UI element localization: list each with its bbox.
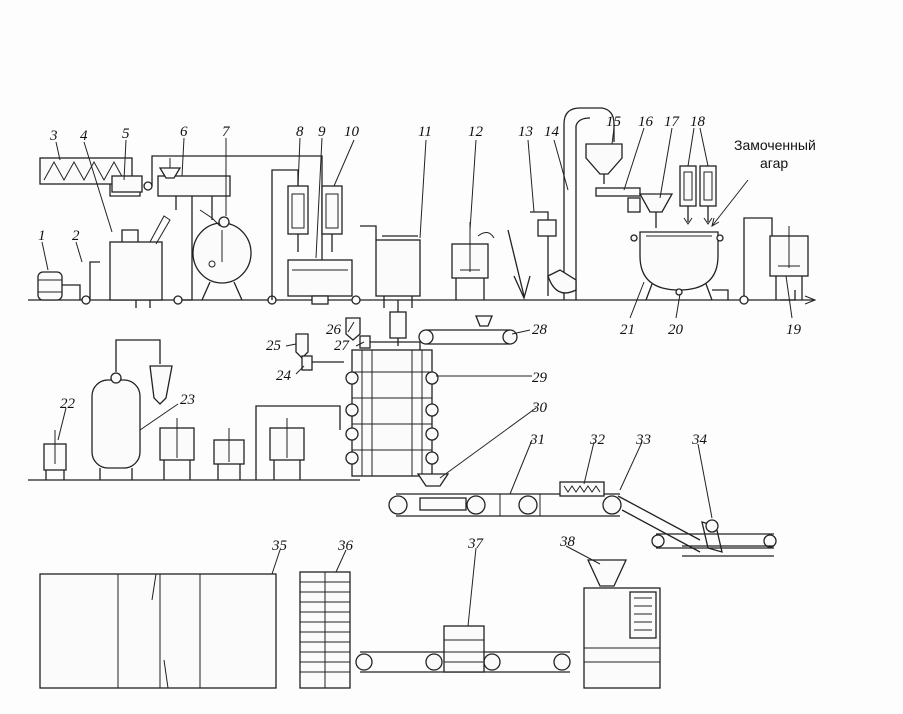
callout-35: 35 <box>271 538 288 554</box>
callout-17: 17 <box>664 114 681 130</box>
callout-labels: 1 2 3 4 5 6 7 8 9 10 11 12 13 14 15 16 1… <box>38 114 802 554</box>
callout-30: 30 <box>531 400 548 416</box>
unit-5 <box>111 175 153 193</box>
callout-10: 10 <box>344 124 360 140</box>
elevator-14 <box>547 107 615 300</box>
frame-dryer-29 <box>345 349 439 477</box>
callout-28: 28 <box>532 322 548 338</box>
callout-13: 13 <box>518 124 533 140</box>
callout-18: 18 <box>690 114 706 130</box>
callout-2: 2 <box>72 228 80 244</box>
mixing-tanks-row2 <box>159 405 341 480</box>
callout-38: 38 <box>559 534 576 550</box>
callout-5: 5 <box>122 126 130 142</box>
tank-19 <box>743 217 809 301</box>
callout-16: 16 <box>638 114 654 130</box>
packaging-line <box>39 559 661 689</box>
soaked-agar-note: Замоченный агар <box>734 137 816 171</box>
callout-29: 29 <box>532 370 548 386</box>
callout-24: 24 <box>276 368 292 384</box>
callout-26: 26 <box>326 322 342 338</box>
main-line <box>28 107 817 324</box>
conveyors-30-33 <box>388 473 701 553</box>
callout-7: 7 <box>222 124 231 140</box>
callout-15: 15 <box>606 114 622 130</box>
boiler-21 <box>630 231 749 305</box>
barrel-1 <box>37 271 63 301</box>
callout-25: 25 <box>266 338 282 354</box>
callout-34: 34 <box>691 432 708 448</box>
packing-machine-38 <box>583 559 661 689</box>
callout-27: 27 <box>334 338 351 354</box>
callout-9: 9 <box>318 124 326 140</box>
chamber-35 <box>39 573 277 689</box>
chute-13 <box>507 211 557 300</box>
mixer-9 <box>287 259 361 305</box>
pump-2 <box>62 261 100 305</box>
callout-37: 37 <box>467 536 485 552</box>
measuring-tanks-8-10 <box>271 169 343 300</box>
hopper-17 <box>627 193 674 228</box>
callout-36: 36 <box>337 538 354 554</box>
tank-12 <box>451 222 495 300</box>
callout-19: 19 <box>786 322 802 338</box>
callout-20: 20 <box>668 322 684 338</box>
callout-23: 23 <box>180 392 195 408</box>
tank-4 <box>109 190 193 308</box>
callout-14: 14 <box>544 124 560 140</box>
callout-31: 31 <box>529 432 545 448</box>
vessel-23 <box>91 339 173 480</box>
callout-33: 33 <box>635 432 651 448</box>
callout-21: 21 <box>620 322 635 338</box>
callout-12: 12 <box>468 124 484 140</box>
callout-1: 1 <box>38 228 46 244</box>
measuring-tanks-18 <box>679 165 717 225</box>
callout-32: 32 <box>589 432 606 448</box>
note-line-1: Замоченный <box>734 137 816 153</box>
conveyor-28 <box>418 315 518 345</box>
forming-line <box>28 311 777 557</box>
callout-8: 8 <box>296 124 304 140</box>
note-line-2: агар <box>760 155 788 171</box>
callout-3: 3 <box>49 128 58 144</box>
callout-6: 6 <box>180 124 188 140</box>
tank-11 <box>360 225 421 324</box>
callout-22: 22 <box>60 396 76 412</box>
dosers-24-27 <box>295 311 421 371</box>
mixer-22 <box>43 430 67 480</box>
callout-11: 11 <box>418 124 432 140</box>
stack-36 <box>299 571 351 689</box>
callout-4: 4 <box>80 128 88 144</box>
stack-37 <box>443 625 485 673</box>
vacuum-apparatus-7 <box>192 209 252 301</box>
leader-lines <box>41 127 793 627</box>
conveyor-34 <box>651 519 777 557</box>
bunker-15 <box>585 143 623 184</box>
screw-16 <box>595 187 641 197</box>
